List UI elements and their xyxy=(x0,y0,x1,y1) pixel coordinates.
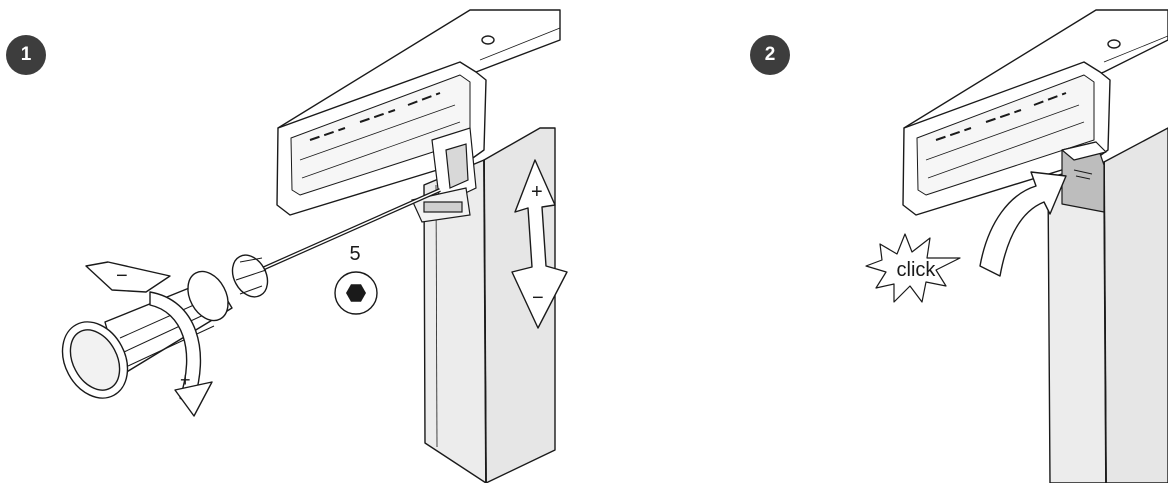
click-starburst-icon xyxy=(865,233,961,303)
step-1-panel: 1 xyxy=(0,0,584,484)
screw-hole xyxy=(1107,39,1121,49)
rotate-minus-label: − xyxy=(116,265,128,287)
adjust-plus-label: + xyxy=(531,181,543,203)
adjust-minus-label: − xyxy=(532,287,544,309)
clip-cover xyxy=(1061,141,1107,213)
step-2-badge: 2 xyxy=(750,35,790,75)
hex-screwdriver-icon xyxy=(61,188,441,399)
click-label: click xyxy=(897,259,937,281)
step-1-badge: 1 xyxy=(6,35,46,75)
double-arrow-up-down-icon xyxy=(511,159,568,329)
cabinet-rail xyxy=(276,9,561,216)
step-2-illustration: click xyxy=(865,9,1168,484)
curved-arrow-up-icon xyxy=(979,171,1067,277)
hex-size-label: 5 xyxy=(349,243,360,265)
step-2-panel: 2 xyxy=(584,0,1168,484)
step-1-illustration: − + 5 + − xyxy=(61,9,568,484)
hex-socket-icon xyxy=(334,271,378,315)
screw-hole xyxy=(481,35,495,45)
hinge-clip xyxy=(411,127,477,223)
cabinet-rail xyxy=(902,9,1168,216)
rotation-arrow-icon xyxy=(85,261,213,417)
rotate-plus-label: + xyxy=(180,370,191,390)
